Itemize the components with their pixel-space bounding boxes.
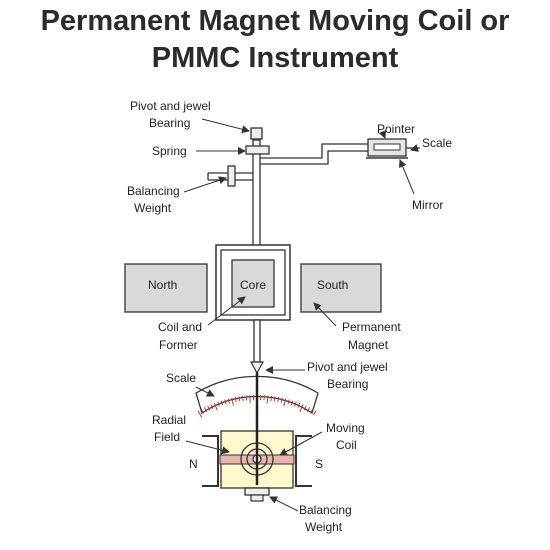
scale-tick: [273, 396, 276, 402]
scale-tick: [207, 405, 211, 411]
label-pivot-top-2: Bearing: [149, 116, 190, 130]
label-s-pole: S: [315, 457, 323, 471]
pivot-jewel-top: [250, 127, 263, 140]
scale-tick: [277, 396, 280, 402]
label-pointer: Pointer: [377, 122, 415, 136]
scale-tick: [303, 405, 307, 411]
scale-tick: [290, 400, 294, 406]
scale-tick: [266, 395, 269, 404]
label-balancing-top-1: Balancing: [127, 184, 180, 198]
north-magnet: [124, 263, 208, 313]
scale-tick: [197, 410, 203, 418]
label-permanent-magnet-1: Permanent: [342, 320, 401, 334]
scale-tick: [287, 399, 290, 405]
label-coil-former-2: Former: [159, 338, 198, 352]
label-pivot-bottom-2: Bearing: [327, 377, 368, 391]
label-spring: Spring: [152, 144, 187, 158]
balancing-weight-top: [227, 165, 236, 187]
scale-tick: [245, 395, 248, 401]
page-title-line-2: PMMC Instrument: [151, 42, 399, 74]
scale-tick: [283, 398, 287, 407]
scale-tick: [234, 396, 237, 402]
label-radial-field-2: Field: [154, 430, 180, 444]
scale-ticks: [197, 395, 317, 418]
label-moving-coil-1: Moving: [326, 421, 365, 435]
s-pole-piece: [295, 435, 312, 487]
label-balancing-bottom-1: Balancing: [299, 503, 352, 517]
leader-lines: [183, 118, 419, 512]
spring: [245, 145, 270, 155]
pivot-jewel-bottom: [249, 361, 265, 375]
balancing-weight-bottom: [244, 487, 270, 496]
label-pivot-top-1: Pivot and jewel: [130, 99, 211, 113]
label-scale-top: Scale: [422, 136, 452, 150]
scale-tick: [294, 401, 297, 407]
scale-tick: [227, 398, 230, 404]
label-south: South: [317, 278, 348, 292]
scale-tick: [220, 400, 224, 406]
scale-tick: [203, 407, 208, 413]
label-scale-bottom: Scale: [166, 371, 196, 385]
label-radial-field-1: Radial: [152, 413, 186, 427]
label-balancing-top-2: Weight: [134, 201, 172, 215]
label-coil-former-1: Coil and: [158, 320, 202, 334]
scale-tick: [297, 402, 301, 408]
scale-tick: [270, 395, 272, 401]
label-permanent-magnet-2: Magnet: [348, 338, 389, 352]
scale-tick: [238, 396, 241, 402]
scale-tick: [242, 395, 244, 401]
scale-tick: [213, 402, 218, 411]
scale-tick: [217, 401, 220, 407]
pointer-arm: [260, 143, 368, 159]
scale-tick: [224, 399, 227, 405]
scale-tick: [200, 408, 204, 414]
scale-tick: [313, 410, 317, 416]
label-moving-coil-2: Coil: [336, 438, 357, 452]
spindle: [252, 139, 261, 249]
scale-tick: [210, 404, 214, 410]
scale-tick: [280, 397, 283, 403]
label-balancing-bottom-2: Weight: [305, 520, 343, 534]
n-pole-piece: [202, 435, 219, 487]
label-n-pole: N: [189, 457, 198, 471]
scale-tick: [310, 408, 314, 414]
label-pivot-bottom-1: Pivot and jewel: [307, 360, 388, 374]
scale-tick: [249, 395, 251, 404]
label-core: Core: [240, 278, 266, 292]
label-mirror: Mirror: [412, 198, 443, 212]
label-north: North: [148, 278, 177, 292]
scale-tick: [299, 404, 304, 412]
scale-tick: [306, 407, 311, 413]
page-title-line-1: Permanent Magnet Moving Coil or: [40, 5, 510, 37]
scale-tick: [231, 397, 234, 406]
